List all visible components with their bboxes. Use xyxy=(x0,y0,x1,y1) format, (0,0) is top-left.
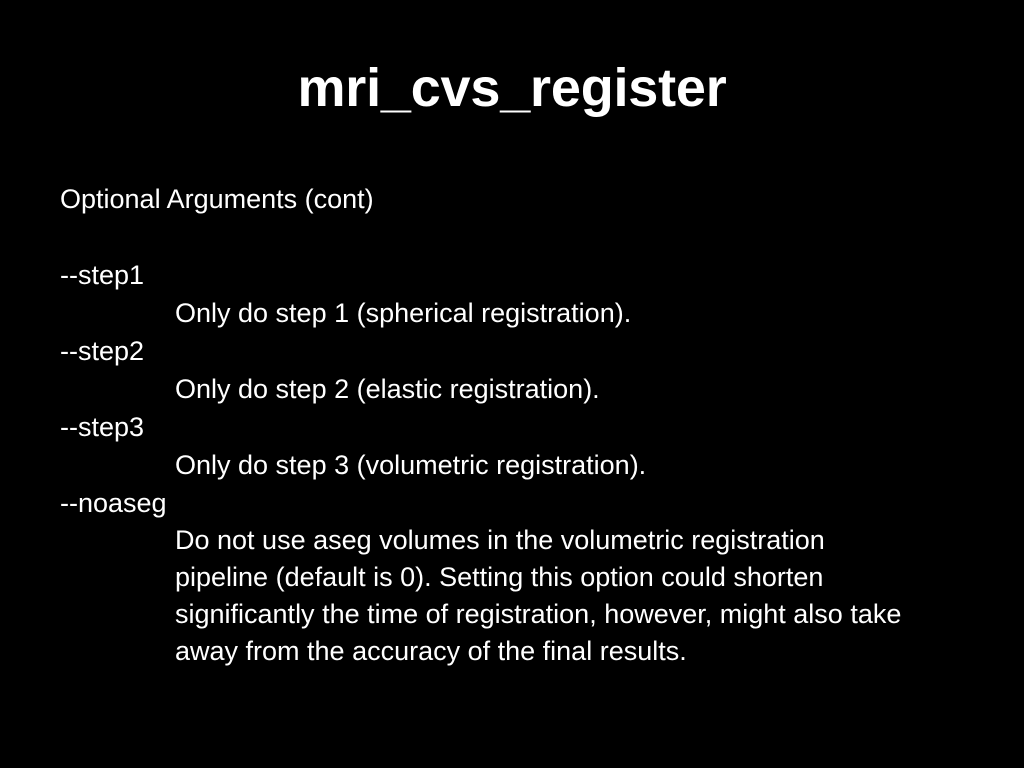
blank-line xyxy=(60,218,960,256)
option-description-step3: Only do step 3 (volumetric registration)… xyxy=(175,450,647,480)
option-description-noaseg: Do not use aseg volumes in the volumetri… xyxy=(175,525,902,666)
option-flag-step3: --step3 xyxy=(60,412,145,442)
section-heading: Optional Arguments (cont) xyxy=(60,184,374,214)
page-title: mri_cvs_register xyxy=(297,58,727,118)
option-flag-noaseg: --noaseg xyxy=(60,488,167,518)
option-description-step2: Only do step 2 (elastic registration). xyxy=(175,374,600,404)
option-description-step1: Only do step 1 (spherical registration). xyxy=(175,298,632,328)
option-flag-step1: --step1 xyxy=(60,260,145,290)
slide-body: Optional Arguments (cont) --step1 Only d… xyxy=(60,180,960,670)
option-flag-step2: --step2 xyxy=(60,336,145,366)
